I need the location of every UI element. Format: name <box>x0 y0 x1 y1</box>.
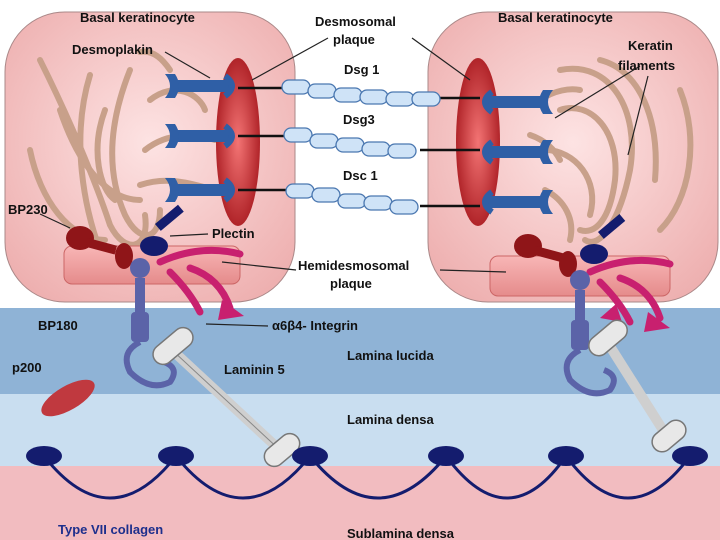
label-laminin5: Laminin 5 <box>224 362 285 377</box>
dsg3-chain <box>283 127 417 159</box>
label-plectin: Plectin <box>212 226 255 241</box>
desmoplakin-right <box>482 89 553 215</box>
lamina-densa-band <box>0 394 720 466</box>
leader-lines <box>39 37 649 327</box>
integrin-tail-right <box>644 312 670 332</box>
label-keratin-1: Keratin <box>628 38 673 53</box>
laminin5-left <box>152 326 301 468</box>
type-vii-collagen <box>26 446 708 500</box>
bp180-right <box>563 270 617 397</box>
bp230-right <box>514 234 577 277</box>
desmoplakin-left <box>165 73 235 203</box>
label-hemidesmosomal-1: Hemidesmosomal <box>298 258 409 273</box>
label-keratin-2: filaments <box>618 58 675 73</box>
integrin-right <box>586 256 674 326</box>
label-lamina-densa: Lamina densa <box>347 412 434 427</box>
label-dsc1: Dsc 1 <box>343 168 378 183</box>
label-bp230: BP230 <box>8 202 48 217</box>
plectin-right <box>580 214 626 264</box>
laminin5-right <box>588 319 687 453</box>
label-right-cell: Basal keratinocyte <box>498 10 613 25</box>
dsc1-chain <box>285 183 419 215</box>
p200-molecule <box>41 379 95 417</box>
label-lamina-lucida: Lamina lucida <box>347 348 434 363</box>
label-bp180: BP180 <box>38 318 78 333</box>
label-integrin: α6β4- Integrin <box>272 318 358 333</box>
label-sublamina: Sublamina densa <box>347 526 455 540</box>
label-p200: p200 <box>12 360 42 375</box>
label-left-cell: Basal keratinocyte <box>80 10 195 25</box>
label-desmosomal-1: Desmosomal <box>315 14 396 29</box>
label-desmoplakin: Desmoplakin <box>72 42 153 57</box>
label-dsg1: Dsg 1 <box>344 62 379 77</box>
bp230-left <box>66 226 133 269</box>
integrin-left <box>156 246 244 316</box>
label-desmosomal-2: plaque <box>333 32 375 47</box>
label-hemidesmosomal-2: plaque <box>330 276 372 291</box>
sublamina-densa-band <box>0 466 720 540</box>
plectin-left <box>140 204 184 256</box>
label-type-vii: Type VII collagen <box>58 522 163 537</box>
dsg1-chain <box>281 79 441 107</box>
label-dsg3: Dsg3 <box>343 112 375 127</box>
integrin-tail-right-2 <box>600 304 622 322</box>
bp180-left <box>123 258 177 389</box>
cadherin-lines <box>238 86 480 208</box>
integrin-tail-left <box>218 300 244 320</box>
